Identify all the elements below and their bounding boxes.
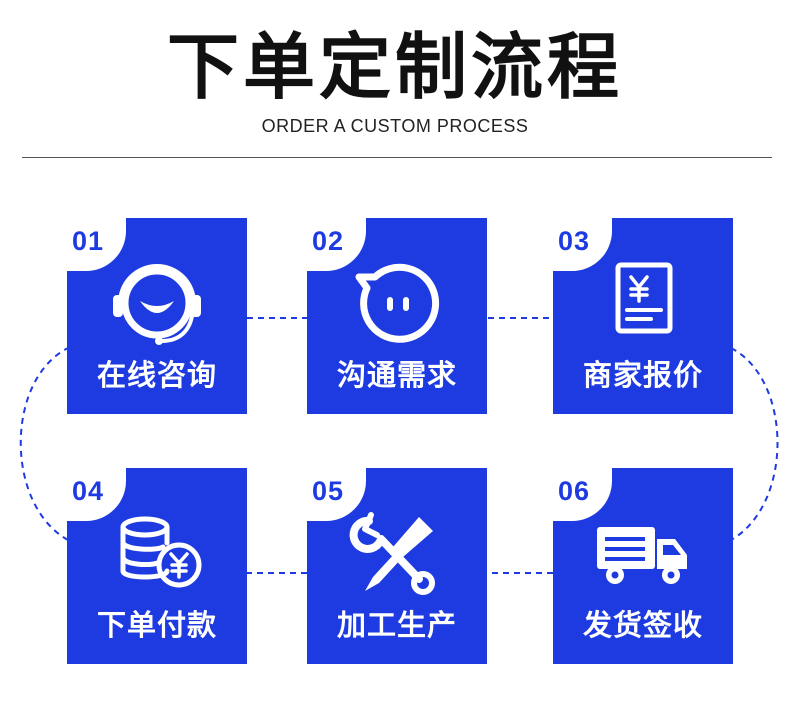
step-label: 下单付款 bbox=[96, 608, 217, 642]
coin-stack-payment-icon bbox=[120, 516, 202, 588]
connector-04-01 bbox=[19, 347, 69, 541]
step-label: 沟通需求 bbox=[336, 358, 457, 392]
step-label: 在线咨询 bbox=[96, 358, 217, 392]
delivery-truck-icon bbox=[597, 527, 687, 584]
step-card-05: 05 加工生产 bbox=[306, 467, 487, 664]
step-label: 发货签收 bbox=[582, 608, 703, 642]
step-label: 加工生产 bbox=[336, 608, 457, 642]
step-number: 05 bbox=[312, 476, 345, 506]
page-subtitle: ORDER A CUSTOM PROCESS bbox=[261, 116, 529, 136]
step-label: 商家报价 bbox=[582, 358, 703, 392]
customer-service-headset-icon bbox=[113, 264, 201, 345]
step-card-02: 02 沟通需求 bbox=[306, 217, 487, 414]
wrench-screwdriver-icon bbox=[349, 512, 435, 595]
step-card-06: 06 发货签收 bbox=[552, 467, 733, 664]
step-card-03: 03 商家报价 bbox=[552, 217, 733, 414]
step-number: 01 bbox=[72, 226, 105, 256]
step-number: 04 bbox=[72, 476, 105, 506]
step-card-04: 04 下单付款 bbox=[66, 467, 247, 664]
connector-03-06 bbox=[730, 347, 779, 541]
step-number: 06 bbox=[558, 476, 591, 506]
step-number: 03 bbox=[558, 226, 591, 256]
step-card-01: 01 在线咨询 bbox=[66, 217, 247, 414]
page-title: 下单定制流程 bbox=[166, 25, 623, 109]
step-number: 02 bbox=[312, 226, 345, 256]
header-divider bbox=[22, 157, 772, 158]
chat-bubble-face-icon bbox=[355, 263, 440, 343]
price-quote-document-icon bbox=[615, 262, 673, 334]
